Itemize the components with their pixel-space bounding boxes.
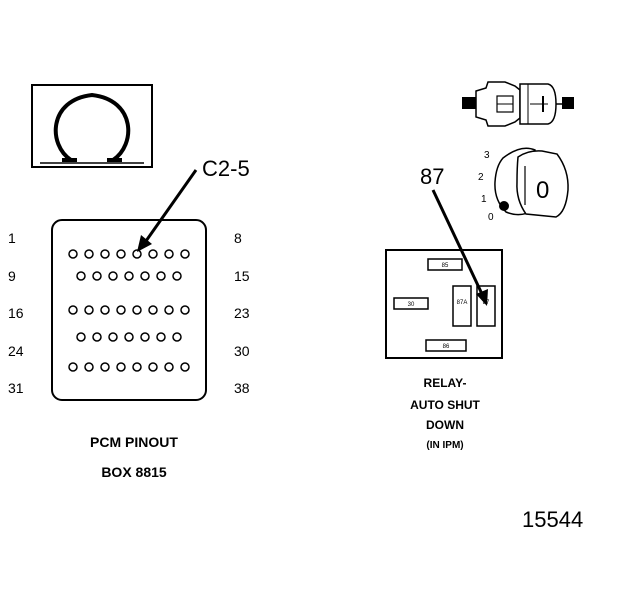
- relay-terminal-87a-label: 87A: [457, 300, 468, 306]
- pin-33: [100, 362, 110, 372]
- relay-terminal-30: [393, 297, 429, 310]
- pin-label-1: 1: [8, 230, 16, 246]
- switch-position-1: 1: [481, 194, 487, 205]
- relay-terminal-86-label: 86: [443, 344, 450, 350]
- switch-position-0: 0: [488, 212, 494, 223]
- relay-terminal-30-label: 30: [408, 302, 415, 308]
- pin-23: [180, 305, 190, 315]
- pin-21: [148, 305, 158, 315]
- relay-terminal-85-label: 85: [442, 263, 449, 269]
- pin-4: [116, 249, 126, 259]
- pin-35: [132, 362, 142, 372]
- pin-31: [68, 362, 78, 372]
- pin-32: [84, 362, 94, 372]
- relay-terminal-86: [425, 339, 467, 352]
- pin-13: [140, 271, 150, 281]
- pin-label-9: 9: [8, 268, 16, 284]
- pin-18: [100, 305, 110, 315]
- relay-caption-line2: AUTO SHUT: [410, 398, 480, 412]
- connector-plug-icon: [462, 81, 574, 127]
- pcm-callout-label: C2-5: [202, 156, 250, 181]
- relay-caption-line4: (IN IPM): [426, 440, 463, 451]
- relay-caption: RELAY- AUTO SHUT DOWN (IN IPM): [410, 376, 480, 451]
- pin-28: [140, 332, 150, 342]
- pin-label-15: 15: [234, 268, 250, 284]
- pin-1: [68, 249, 78, 259]
- pin-6: [148, 249, 158, 259]
- pin-9: [76, 271, 86, 281]
- rotary-switch-icon: [494, 147, 569, 218]
- pin-26: [108, 332, 118, 342]
- relay-terminal-87a: [452, 285, 472, 327]
- figure-number: 15544: [522, 507, 583, 532]
- pin-2: [84, 249, 94, 259]
- relay-box: 85 30 87A 87 86: [385, 249, 503, 359]
- pcm-connector: [51, 219, 207, 401]
- switch-position-3: 3: [484, 150, 490, 161]
- pin-24: [76, 332, 86, 342]
- pin-12: [124, 271, 134, 281]
- pcm-caption-line1: PCM PINOUT: [90, 434, 178, 450]
- pin-34: [116, 362, 126, 372]
- pin-10: [92, 271, 102, 281]
- pin-label-30: 30: [234, 343, 250, 359]
- relay-caption-line1: RELAY-: [424, 376, 467, 390]
- pin-7: [164, 249, 174, 259]
- pcm-row-labels-right: 8 15 23 30 38: [234, 230, 250, 396]
- pin-30: [172, 332, 182, 342]
- pin-8: [180, 249, 190, 259]
- pin-15: [172, 271, 182, 281]
- pin-19: [116, 305, 126, 315]
- pin-label-23: 23: [234, 305, 250, 321]
- pin-label-16: 16: [8, 305, 24, 321]
- pin-label-8: 8: [234, 230, 242, 246]
- pin-16: [68, 305, 78, 315]
- pin-label-31: 31: [8, 380, 24, 396]
- terminal-87-pointer: [431, 189, 488, 306]
- pin-5: [132, 249, 142, 259]
- pin-11: [108, 271, 118, 281]
- pin-29: [156, 332, 166, 342]
- pin-label-38: 38: [234, 380, 250, 396]
- pin-20: [132, 305, 142, 315]
- pin-25: [92, 332, 102, 342]
- pin-37: [164, 362, 174, 372]
- relay-terminal-85: [427, 258, 463, 271]
- pin-22: [164, 305, 174, 315]
- pin-label-24: 24: [8, 343, 24, 359]
- pin-c2-5-pointer: [137, 169, 198, 252]
- relay-caption-line3: DOWN: [426, 418, 464, 432]
- switch-knob-label: 0: [536, 177, 549, 204]
- pcm-row-labels-left: 1 9 16 24 31: [8, 230, 24, 396]
- pin-14: [156, 271, 166, 281]
- omega-icon: [53, 92, 131, 162]
- pin-27: [124, 332, 134, 342]
- pcm-caption-line2: BOX 8815: [101, 464, 167, 480]
- pin-38: [180, 362, 190, 372]
- pin-grid: [68, 249, 190, 372]
- pin-17: [84, 305, 94, 315]
- omega-symbol-box: [31, 84, 153, 168]
- pin-36: [148, 362, 158, 372]
- relay-callout-label: 87: [420, 164, 444, 189]
- pin-3: [100, 249, 110, 259]
- switch-position-2: 2: [478, 172, 484, 183]
